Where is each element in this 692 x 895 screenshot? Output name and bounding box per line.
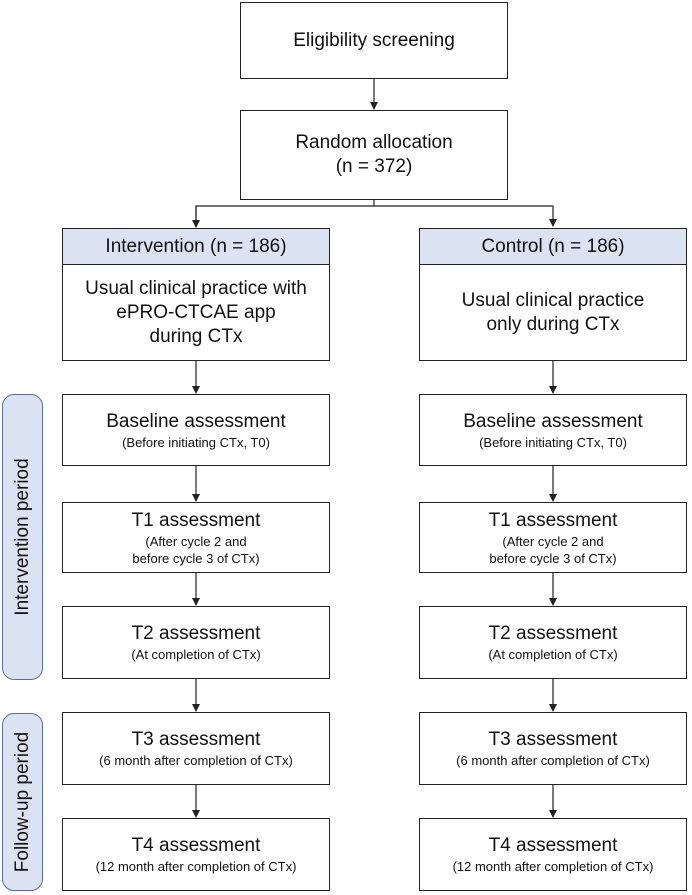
assessment-title: T2 assessment: [488, 623, 618, 644]
random-allocation-box: Random allocation (n = 372): [240, 110, 508, 200]
random-allocation-count: (n = 372): [335, 156, 413, 177]
assessment-subtitle: (After cycle 2 and: [502, 533, 604, 549]
assessment-subtitle: before cycle 3 of CTx): [489, 550, 617, 566]
control-t1-box: T1 assessment (After cycle 2 and before …: [419, 502, 687, 573]
control-arm-header-text: Control (n = 186): [481, 235, 625, 257]
intervention-period-text: Intervention period: [11, 458, 33, 616]
assessment-title: Baseline assessment: [106, 410, 286, 432]
assessment-subtitle: (6 month after completion of CTx): [456, 753, 650, 768]
assessment-subtitle: (12 month after completion of CTx): [452, 859, 654, 874]
control-baseline-box: Baseline assessment (Before initiating C…: [419, 394, 687, 466]
assessment-title: T1 assessment: [131, 509, 261, 531]
control-arm-header: Control (n = 186): [419, 228, 687, 265]
assessment-subtitle: (Before initiating CTx, T0): [122, 434, 270, 450]
control-practice-line: only during CTx: [486, 313, 620, 335]
intervention-t1-box: T1 assessment (After cycle 2 and before …: [62, 502, 330, 573]
control-t3-box: T3 assessment (6 month after completion …: [419, 712, 687, 785]
assessment-subtitle: (After cycle 2 and: [145, 533, 247, 549]
split-line-right: [374, 205, 557, 227]
followup-period-label: Follow-up period: [2, 713, 43, 891]
intervention-arm-header-text: Intervention (n = 186): [105, 235, 287, 257]
intervention-practice-line: during CTx: [149, 325, 243, 347]
assessment-title: Baseline assessment: [463, 410, 643, 432]
eligibility-screening-label: Eligibility screening: [293, 29, 455, 51]
intervention-t4-box: T4 assessment (12 month after completion…: [62, 818, 330, 891]
followup-period-text: Follow-up period: [11, 731, 33, 873]
assessment-title: T2 assessment: [131, 623, 261, 644]
assessment-subtitle: (12 month after completion of CTx): [95, 859, 297, 874]
assessment-title: T4 assessment: [488, 835, 618, 856]
intervention-practice-line: Usual clinical practice with: [85, 277, 307, 299]
assessment-subtitle: (Before initiating CTx, T0): [479, 434, 627, 450]
control-practice-box: Usual clinical practice only during CTx: [419, 264, 687, 361]
intervention-t3-box: T3 assessment (6 month after completion …: [62, 712, 330, 785]
intervention-practice-box: Usual clinical practice with ePRO-CTCAE …: [62, 264, 330, 361]
control-t2-box: T2 assessment (At completion of CTx): [419, 606, 687, 679]
intervention-period-label: Intervention period: [2, 394, 43, 680]
intervention-arm-header: Intervention (n = 186): [62, 228, 330, 265]
random-allocation-title: Random allocation: [295, 132, 453, 153]
eligibility-screening-box: Eligibility screening: [240, 2, 508, 79]
assessment-title: T3 assessment: [131, 729, 261, 750]
split-line: [195, 200, 375, 226]
assessment-title: T3 assessment: [488, 729, 618, 750]
intervention-practice-line: ePRO-CTCAE app: [116, 301, 276, 323]
assessment-subtitle: (At completion of CTx): [488, 647, 618, 662]
control-t4-box: T4 assessment (12 month after completion…: [419, 818, 687, 891]
assessment-subtitle: (At completion of CTx): [131, 647, 261, 662]
assessment-subtitle: (6 month after completion of CTx): [99, 753, 293, 768]
assessment-title: T1 assessment: [488, 509, 618, 531]
assessment-subtitle: before cycle 3 of CTx): [132, 550, 260, 566]
assessment-title: T4 assessment: [131, 835, 261, 856]
intervention-t2-box: T2 assessment (At completion of CTx): [62, 606, 330, 679]
intervention-baseline-box: Baseline assessment (Before initiating C…: [62, 394, 330, 466]
control-practice-line: Usual clinical practice: [461, 289, 645, 311]
